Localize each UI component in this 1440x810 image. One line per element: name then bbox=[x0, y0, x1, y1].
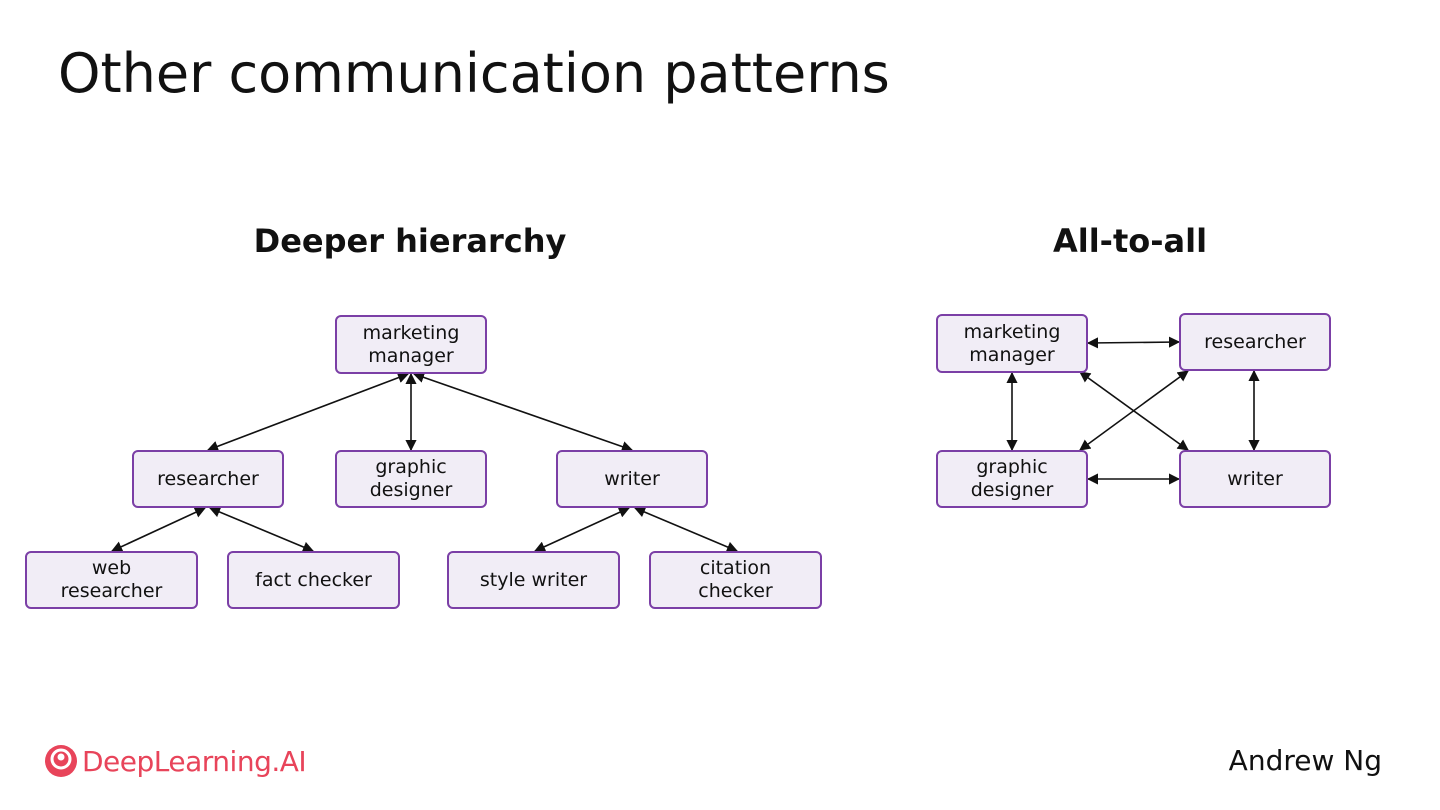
node-label: marketing manager bbox=[963, 320, 1061, 366]
hierarchy-heading: Deeper hierarchy bbox=[253, 222, 567, 260]
node-label: marketing manager bbox=[362, 321, 460, 367]
node-web-researcher: web researcher bbox=[25, 551, 198, 609]
node-label: fact checker bbox=[255, 568, 372, 591]
node-label: graphic designer bbox=[970, 456, 1054, 501]
edge-researcher-fact bbox=[208, 506, 315, 553]
deeplearning-logo: DeepLearning.AI bbox=[44, 744, 307, 778]
node-graphic-designer: graphic designer bbox=[335, 450, 487, 508]
node-fact-checker: fact checker bbox=[227, 551, 400, 609]
edge-manager-researcher bbox=[206, 372, 410, 452]
node-citation-checker: citation checker bbox=[649, 551, 822, 609]
node-a2a-writer: writer bbox=[1179, 450, 1331, 508]
node-marketing-manager: marketing manager bbox=[335, 315, 487, 374]
node-label: style writer bbox=[479, 568, 588, 591]
edge-writer-style bbox=[533, 507, 631, 552]
all-to-all-heading: All-to-all bbox=[1052, 222, 1208, 260]
node-label: researcher bbox=[157, 467, 259, 490]
node-writer: writer bbox=[556, 450, 708, 508]
node-label: researcher bbox=[1204, 330, 1306, 353]
edge-writer-citation bbox=[633, 506, 739, 553]
node-style-writer: style writer bbox=[447, 551, 620, 609]
edge-manager-writer bbox=[412, 372, 634, 452]
edge-researcher-web bbox=[110, 507, 207, 552]
edge-a2a-researcher-designer bbox=[1079, 370, 1189, 451]
page-title: Other communication patterns bbox=[58, 42, 890, 105]
node-a2a-researcher: researcher bbox=[1179, 313, 1331, 371]
edge-a2a-manager-researcher bbox=[1086, 336, 1181, 349]
node-label: writer bbox=[604, 467, 660, 490]
node-a2a-marketing-manager: marketing manager bbox=[936, 314, 1088, 373]
node-a2a-graphic-designer: graphic designer bbox=[936, 450, 1088, 508]
node-label: writer bbox=[1227, 467, 1283, 490]
logo-icon bbox=[45, 745, 77, 777]
node-label: web researcher bbox=[60, 557, 163, 602]
author-name: Andrew Ng bbox=[1228, 744, 1382, 777]
node-label: citation checker bbox=[698, 557, 773, 602]
logo-text: DeepLearning.AI bbox=[82, 744, 307, 778]
node-researcher: researcher bbox=[132, 450, 284, 508]
node-label: graphic designer bbox=[369, 456, 453, 501]
